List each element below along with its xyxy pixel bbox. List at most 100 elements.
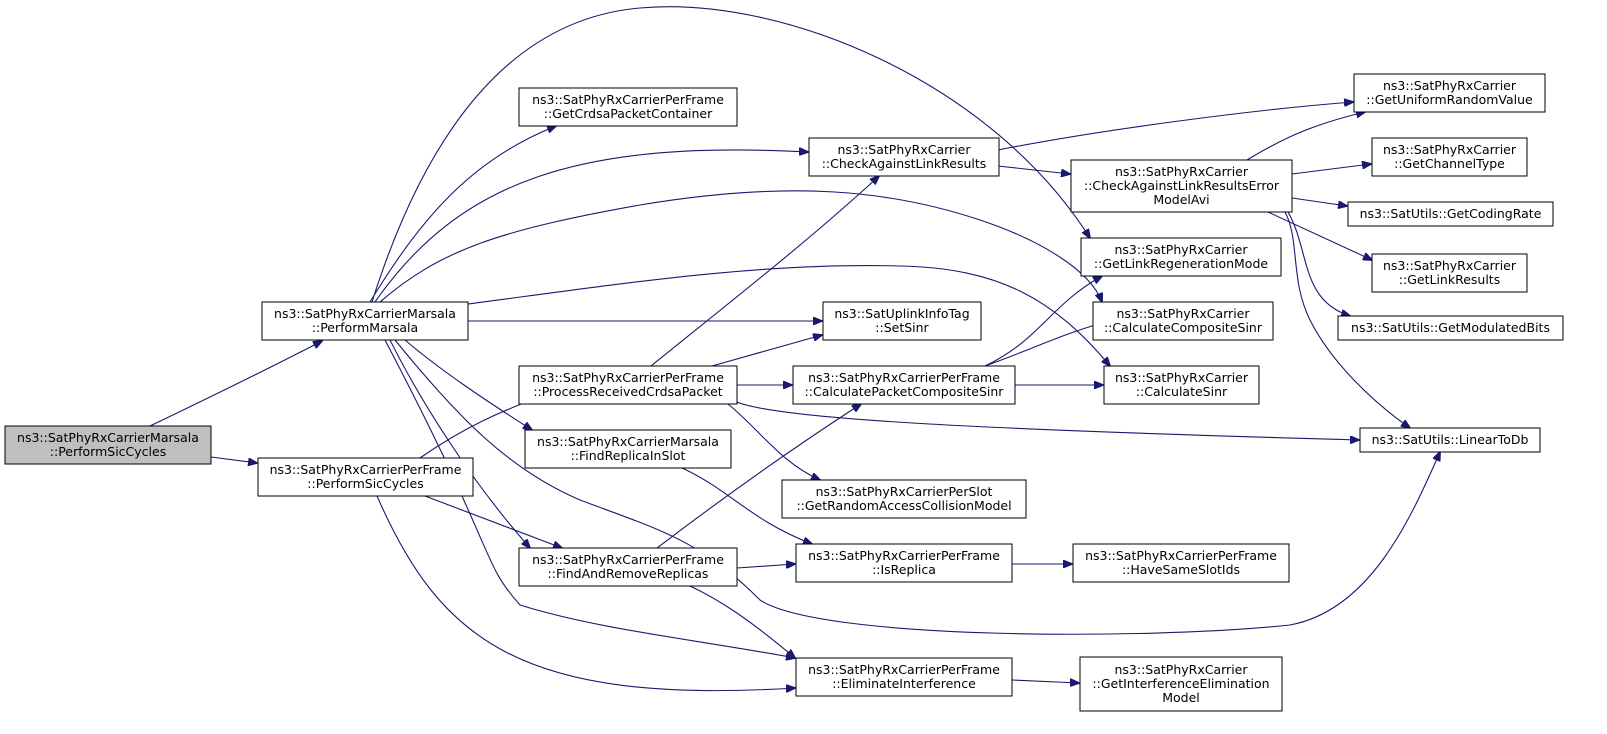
node-label-line: ::GetChannelType xyxy=(1394,156,1505,171)
graph-node-n22[interactable]: ns3::SatPhyRxCarrier::GetLinkResults xyxy=(1371,253,1528,293)
graph-node-n9[interactable]: ns3::SatPhyRxCarrierPerFrame::CalculateP… xyxy=(792,365,1016,405)
edge-n9-to-n15 xyxy=(984,323,1102,367)
node-box xyxy=(1079,656,1283,712)
node-box xyxy=(1337,315,1564,341)
node-label-line: ns3::SatPhyRxCarrier xyxy=(1115,242,1249,257)
node-label-line: ::ProcessReceivedCrdsaPacket xyxy=(533,384,722,399)
graph-node-n0[interactable]: ns3::SatPhyRxCarrierMarsala::PerformSicC… xyxy=(4,425,212,465)
edge-n2-to-n12 xyxy=(376,495,795,691)
edge-n4-to-n13 xyxy=(997,165,1070,174)
node-box xyxy=(781,479,1027,519)
node-label-line: ns3::SatPhyRxCarrier xyxy=(838,142,972,157)
node-box xyxy=(4,425,212,465)
node-box xyxy=(822,301,982,341)
node-label-line: ::PerformSicCycles xyxy=(307,476,423,491)
node-label-line: ns3::SatPhyRxCarrierPerSlot xyxy=(816,484,993,499)
graph-node-n2[interactable]: ns3::SatPhyRxCarrierPerFrame::PerformSic… xyxy=(257,457,474,497)
graph-node-n17[interactable]: ns3::SatPhyRxCarrierPerFrame::HaveSameSl… xyxy=(1072,543,1290,583)
node-box xyxy=(1371,253,1528,293)
node-label-line: ns3::SatPhyRxCarrierPerFrame xyxy=(808,548,1000,563)
edge-n6-to-n10 xyxy=(727,403,820,480)
node-label-line: ::EliminateInterference xyxy=(832,676,976,691)
node-label-line: ns3::SatPhyRxCarrier xyxy=(1383,142,1517,157)
edge-n13-to-n19 xyxy=(1246,112,1365,161)
graph-node-n18[interactable]: ns3::SatPhyRxCarrier::GetInterferenceEli… xyxy=(1079,656,1283,712)
node-label-line: ::GetRandomAccessCollisionModel xyxy=(796,498,1011,513)
graph-node-n6[interactable]: ns3::SatPhyRxCarrierPerFrame::ProcessRec… xyxy=(518,365,738,405)
edge-n1-to-n14 xyxy=(371,6,1090,303)
edge-n13-to-n23 xyxy=(1287,211,1350,316)
node-label-line: ::FindAndRemoveReplicas xyxy=(548,566,709,581)
node-box xyxy=(1080,237,1282,277)
graph-node-n20[interactable]: ns3::SatPhyRxCarrier::GetChannelType xyxy=(1371,137,1528,177)
node-label-line: Model xyxy=(1162,690,1200,705)
node-label-line: ns3::SatPhyRxCarrierPerFrame xyxy=(270,462,462,477)
node-label-line: ::CalculateSinr xyxy=(1136,384,1228,399)
node-label-line: ::IsReplica xyxy=(872,562,936,577)
edge-n0-to-n2 xyxy=(210,456,257,463)
edge-n8-to-n9 xyxy=(656,404,861,549)
edge-n8-to-n11 xyxy=(736,564,795,568)
node-box xyxy=(795,657,1013,697)
graph-node-n12[interactable]: ns3::SatPhyRxCarrierPerFrame::EliminateI… xyxy=(795,657,1013,697)
node-label-line: ::CalculatePacketCompositeSinr xyxy=(805,384,1005,399)
graph-node-n1[interactable]: ns3::SatPhyRxCarrierMarsala::PerformMars… xyxy=(261,301,469,341)
edge-n1-to-n3 xyxy=(369,126,556,303)
graph-node-n19[interactable]: ns3::SatPhyRxCarrier::GetUniformRandomVa… xyxy=(1353,73,1546,113)
edge-n1-to-n8 xyxy=(389,339,530,548)
graph-node-n13[interactable]: ns3::SatPhyRxCarrier::CheckAgainstLinkRe… xyxy=(1070,159,1293,213)
edge-n12-to-n18 xyxy=(1011,680,1079,683)
edge-n1-to-n16 xyxy=(467,264,1110,366)
node-box xyxy=(257,457,474,497)
node-box xyxy=(1371,137,1528,177)
node-label-line: ::PerformMarsala xyxy=(312,320,418,335)
graph-node-n21[interactable]: ns3::SatUtils::GetCodingRate xyxy=(1347,201,1554,227)
node-box xyxy=(808,137,1000,177)
graph-node-n11[interactable]: ns3::SatPhyRxCarrierPerFrame::IsReplica xyxy=(795,543,1013,583)
node-label-line: ::GetLinkRegenerationMode xyxy=(1094,256,1268,271)
edge-n13-to-n22 xyxy=(1267,211,1372,260)
graph-node-n14[interactable]: ns3::SatPhyRxCarrier::GetLinkRegeneratio… xyxy=(1080,237,1282,277)
graph-node-n4[interactable]: ns3::SatPhyRxCarrier::CheckAgainstLinkRe… xyxy=(808,137,1000,177)
graph-node-n15[interactable]: ns3::SatPhyRxCarrier::CalculateComposite… xyxy=(1092,301,1274,341)
graph-node-n8[interactable]: ns3::SatPhyRxCarrierPerFrame::FindAndRem… xyxy=(518,547,738,587)
node-label-line: ns3::SatUtils::GetCodingRate xyxy=(1360,206,1542,221)
edge-n13-to-n24 xyxy=(1284,211,1410,428)
edge-n0-to-n1 xyxy=(149,341,322,427)
node-box xyxy=(518,365,738,405)
node-label-line: ModelAvi xyxy=(1153,192,1209,207)
edge-n1-to-n7 xyxy=(404,339,532,430)
edge-n8-to-n12 xyxy=(689,585,795,658)
node-label-line: ns3::SatPhyRxCarrierMarsala xyxy=(17,430,199,445)
node-box xyxy=(518,547,738,587)
graph-node-n7[interactable]: ns3::SatPhyRxCarrierMarsala::FindReplica… xyxy=(524,429,732,469)
graph-node-n3[interactable]: ns3::SatPhyRxCarrierPerFrame::GetCrdsaPa… xyxy=(518,87,738,127)
node-box xyxy=(1353,73,1546,113)
graph-node-n16[interactable]: ns3::SatPhyRxCarrier::CalculateSinr xyxy=(1103,365,1260,405)
edge-n13-to-n20 xyxy=(1291,164,1371,175)
node-label-line: ns3::SatPhyRxCarrier xyxy=(1115,662,1249,677)
node-box xyxy=(1103,365,1260,405)
node-box xyxy=(792,365,1016,405)
node-box xyxy=(1359,427,1541,453)
node-label-line: ::GetUniformRandomValue xyxy=(1366,92,1533,107)
graph-node-n10[interactable]: ns3::SatPhyRxCarrierPerSlot::GetRandomAc… xyxy=(781,479,1027,519)
node-box xyxy=(261,301,469,341)
graph-node-n24[interactable]: ns3::SatUtils::LinearToDb xyxy=(1359,427,1541,453)
edge-n1-to-n15 xyxy=(379,190,1102,302)
node-label-line: ns3::SatPhyRxCarrierMarsala xyxy=(274,306,456,321)
edge-n7-to-n11 xyxy=(681,467,812,544)
node-label-line: ::CheckAgainstLinkResultsError xyxy=(1084,178,1280,193)
node-label-line: ns3::SatPhyRxCarrierPerFrame xyxy=(532,370,724,385)
edge-n6-to-n5 xyxy=(711,335,822,367)
edges-layer xyxy=(149,6,1440,691)
node-box xyxy=(1070,159,1293,213)
node-label-line: ns3::SatPhyRxCarrier xyxy=(1117,306,1251,321)
graph-node-n23[interactable]: ns3::SatUtils::GetModulatedBits xyxy=(1337,315,1564,341)
node-label-line: ns3::SatUtils::GetModulatedBits xyxy=(1351,320,1550,335)
node-label-line: ns3::SatPhyRxCarrierMarsala xyxy=(537,434,719,449)
edge-n2-to-n8 xyxy=(424,495,562,548)
node-label-line: ns3::SatPhyRxCarrier xyxy=(1383,78,1517,93)
graph-node-n5[interactable]: ns3::SatUplinkInfoTag::SetSinr xyxy=(822,301,982,341)
